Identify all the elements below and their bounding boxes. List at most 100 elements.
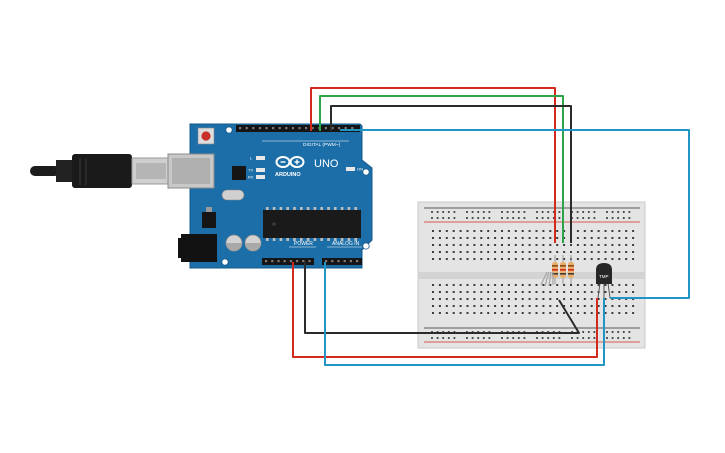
rail-hole [442,337,445,339]
breadboard-hole [487,258,490,260]
breadboard-hole [535,244,538,246]
breadboard-hole [528,284,531,286]
wire-blue-bottom[interactable] [324,262,605,366]
rail-hole [512,217,515,219]
chip-pin [320,238,323,241]
breadboard-hole [549,237,552,239]
breadboard-hole [563,230,566,232]
breadboard-hole [611,291,614,293]
breadboard-hole [576,284,579,286]
terminal-strip-top[interactable] [432,230,635,260]
header-pin [331,260,334,263]
rail-holes[interactable] [431,217,631,219]
breadboard-hole [604,298,607,300]
breadboard-hole [445,291,448,293]
wire-red-bottom[interactable] [292,262,598,358]
resistor-band [568,265,574,267]
terminal-strip-bottom[interactable] [432,284,635,314]
rail-hole [447,211,450,213]
breadboard-hole [466,305,469,307]
breadboard-hole [625,237,628,239]
usb-cable[interactable] [30,154,171,188]
breadboard-hole [445,258,448,260]
breadboard-hole [576,244,579,246]
breadboard-hole [438,312,441,314]
regulator-icon [202,212,216,228]
rail-hole [611,211,614,213]
chip-pin [300,207,303,210]
header-pin [302,260,305,263]
breadboard-hole [556,284,559,286]
chip-pin [313,238,317,241]
chip-pin [293,238,296,241]
breadboard-hole [570,305,572,307]
breadboard-hole [570,291,572,293]
rgb-led[interactable] [540,271,554,287]
breadboard-hole [556,305,559,307]
wire-black-top[interactable] [330,105,572,243]
breadboard-hole [625,251,628,253]
reset-button[interactable] [197,127,215,145]
chip-pin [279,238,283,241]
breadboard-hole [604,291,607,293]
breadboard-hole [556,251,559,253]
breadboard-hole [632,251,635,253]
rail-hole [512,211,515,213]
wires[interactable] [292,87,690,366]
breadboard-hole [432,244,434,246]
power-header[interactable] [262,258,314,265]
wire-black-bottom[interactable] [304,262,580,334]
wire-red-top[interactable] [310,87,556,243]
resistor-band [560,265,566,267]
breadboard-hole [542,237,545,239]
breadboard-hole [528,312,531,314]
breadboard-hole [597,312,600,314]
digital-header[interactable] [236,125,360,132]
power-jack[interactable] [181,234,217,262]
wire-blue-top[interactable] [340,129,690,299]
rail-hole [582,211,585,213]
breadboard-hole [501,237,503,239]
breadboard-hole [466,230,469,232]
breadboard-hole [432,258,434,260]
resistor-band [560,273,566,275]
rail-hole [536,211,538,213]
breadboard-hole [611,230,614,232]
arduino-board[interactable]: L TX RX ON ARDUINO UNO DIGITAL (PWM~) PO… [167,123,373,269]
breadboard-hole [452,237,455,239]
breadboard-hole [501,258,503,260]
rail-hole [466,337,468,339]
rail-hole [517,211,520,213]
analog-header[interactable] [322,258,362,265]
breadboard-hole [521,258,524,260]
rail-holes[interactable] [431,337,631,339]
temperature-sensor[interactable]: TMP [596,263,612,299]
breadboard-hole [521,230,524,232]
wire-green[interactable] [319,95,564,243]
arduino-logo [275,156,305,168]
resistor-band [552,273,558,275]
header-pin [278,127,281,130]
breadboard-hole [597,251,600,253]
breadboard-hole [542,251,545,253]
rail-holes[interactable] [431,211,631,213]
breadboard-hole [445,237,448,239]
breadboard-hole [570,298,572,300]
breadboard-hole [514,284,517,286]
breadboard-hole [597,230,600,232]
breadboard-hole [466,237,469,239]
breadboard-hole [438,258,441,260]
breadboard-hole [480,237,483,239]
breadboard-hole [611,312,614,314]
rail-hole [506,217,509,219]
resistor-array[interactable] [552,255,574,284]
breadboard-hole [480,291,483,293]
breadboard-hole [507,237,510,239]
breadboard-hole [625,312,628,314]
breadboard-hole [625,230,628,232]
breadboard-hole [528,305,531,307]
breadboard-hole [604,230,607,232]
breadboard-hole [618,258,621,260]
rail-hole [628,211,631,213]
